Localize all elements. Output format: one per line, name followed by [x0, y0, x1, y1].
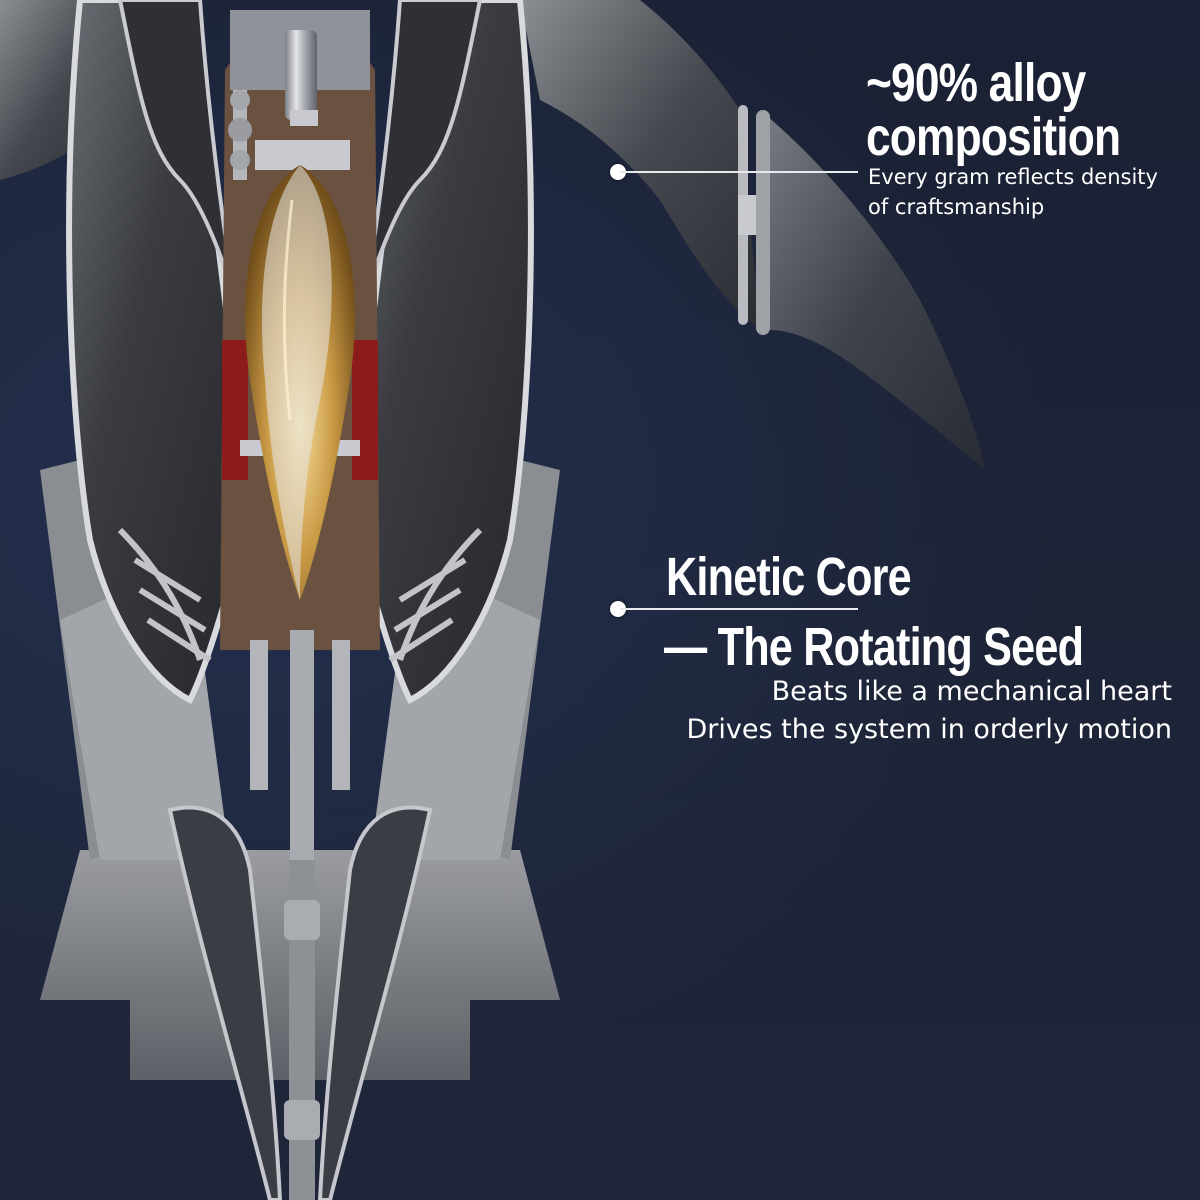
callout-leader-line	[620, 171, 858, 173]
callout-subtitle-line1: Beats like a mechanical heart	[771, 676, 1172, 707]
callout-leader-line	[620, 608, 858, 610]
outer-shells	[66, 0, 534, 705]
gear-train	[228, 90, 318, 180]
callout-title-line1: ~90% alloy	[866, 53, 1086, 113]
callout-title-line2: — The Rotating Seed	[664, 617, 1084, 677]
callout-title-line2: composition	[866, 107, 1121, 167]
red-plate-left	[222, 340, 248, 480]
callout-subtitle-line2: Drives the system in orderly motion	[686, 714, 1172, 745]
linkage-chain	[250, 630, 350, 1200]
right-wing	[520, 0, 985, 470]
callout-dot-icon	[610, 164, 626, 180]
callout-dot-icon	[610, 601, 626, 617]
gold-rotating-seed	[245, 165, 355, 600]
lower-fins	[167, 805, 433, 1200]
callout-title-line1: Kinetic Core	[666, 547, 912, 607]
callout-subtitle-line1: Every gram reflects density	[868, 165, 1158, 189]
callout-subtitle-line2: of craftsmanship	[868, 195, 1045, 219]
red-plate-right	[352, 340, 378, 480]
rib-vents	[117, 527, 483, 663]
